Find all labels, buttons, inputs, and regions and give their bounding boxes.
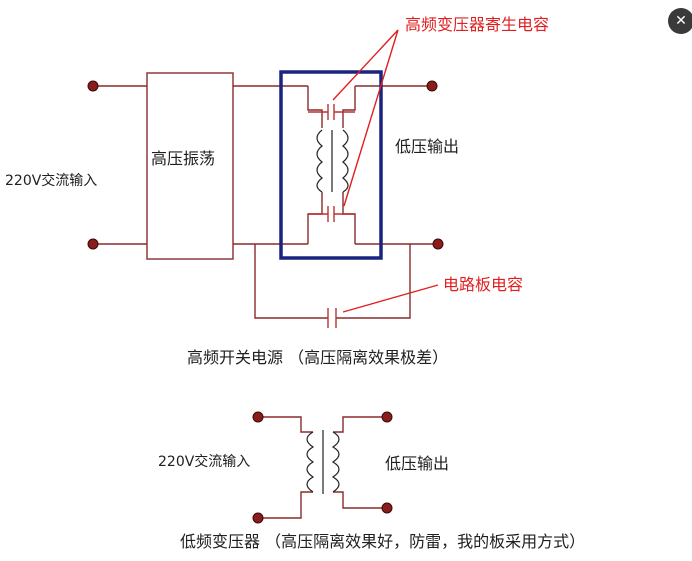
- bottom-caption: 低频变压器 （高压隔离效果好，防雷，我的板采用方式）: [180, 532, 585, 551]
- low-freq-primary-top: [258, 416, 313, 433]
- input-terminal-top: [87, 80, 99, 92]
- close-button[interactable]: ✕: [668, 8, 692, 34]
- low-freq-secondary-bottom: [333, 491, 387, 509]
- low-freq-input-terminal-bottom: [252, 512, 264, 524]
- parasitic-capacitor-top: [308, 104, 355, 120]
- output-terminal-top: [426, 80, 438, 92]
- primary-winding-wire-lower: [307, 192, 323, 244]
- low-freq-secondary-top: [333, 416, 387, 433]
- parasitic-cap-label: 高频变压器寄生电容: [405, 15, 549, 34]
- secondary-winding-wire-lower: [342, 192, 356, 244]
- top-input-label: 220V交流输入: [5, 172, 97, 189]
- top-output-label: 低压输出: [395, 137, 459, 156]
- primary-coil: [316, 129, 323, 193]
- low-freq-primary-bottom: [258, 491, 313, 519]
- oscillator-box: [146, 72, 234, 260]
- low-freq-input-terminal-top: [252, 411, 264, 423]
- board-cap-arrow: [342, 284, 439, 313]
- board-cap-wire-right: [336, 244, 411, 319]
- primary-winding-wire: [307, 86, 323, 128]
- bottom-output-label: 低压输出: [385, 454, 449, 473]
- bottom-circuit: 220V交流输入 低压输出 低频变压器 （高压隔离效果好，防雷，我的板采用方式）: [158, 411, 585, 551]
- parasitic-capacitor-bottom: [308, 206, 355, 222]
- oscillator-label: 高压振荡: [151, 149, 215, 168]
- low-freq-secondary-coil: [331, 431, 340, 493]
- board-cap-wire-left: [254, 244, 328, 319]
- low-freq-primary-coil: [306, 431, 315, 493]
- top-caption: 高频开关电源 （高压隔离效果极差）: [187, 348, 448, 367]
- secondary-winding-wire: [342, 86, 356, 128]
- bottom-input-label: 220V交流输入: [158, 453, 250, 470]
- secondary-coil: [342, 129, 349, 193]
- parasitic-arrow-lower: [343, 29, 399, 207]
- low-freq-output-terminal-bottom: [381, 502, 393, 514]
- output-terminal-bottom: [432, 238, 444, 250]
- input-terminal-bottom: [87, 238, 99, 250]
- top-circuit: 220V交流输入 高压振荡 低压输出 高频变压器寄生电容 电路板电容 高频开关电…: [5, 15, 549, 367]
- close-icon: ✕: [675, 13, 687, 29]
- board-cap-label: 电路板电容: [443, 275, 523, 294]
- board-capacitor: [327, 308, 337, 328]
- low-freq-output-terminal-top: [381, 411, 393, 423]
- parasitic-arrow-upper: [332, 29, 399, 101]
- high-frequency-transformer-box: [279, 70, 383, 260]
